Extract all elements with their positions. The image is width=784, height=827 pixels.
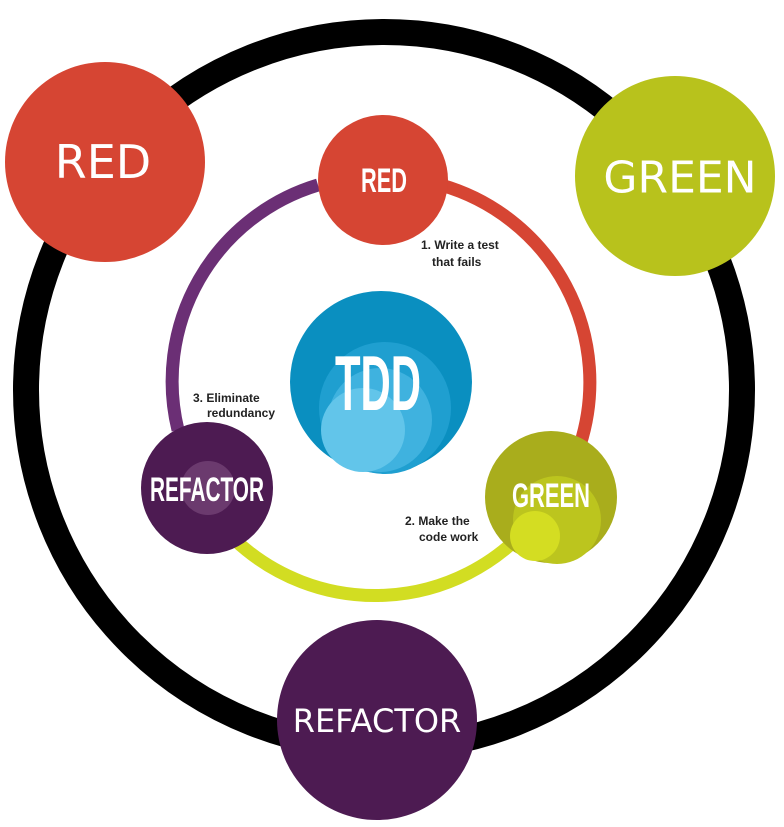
step2-line2: code work — [419, 530, 479, 544]
inner-green-label: GREEN — [512, 477, 590, 515]
tdd-shade-3 — [321, 388, 405, 472]
inner-arc-purple — [165, 178, 320, 432]
inner-red-label: RED — [361, 162, 407, 200]
outer-refactor-label: REFACTOR — [293, 702, 462, 740]
outer-green-label: GREEN — [603, 153, 756, 204]
tdd-label: TDD — [335, 339, 421, 427]
step1-line2: that fails — [432, 255, 482, 269]
step3-line1: 3. Eliminate — [193, 391, 260, 405]
step3-line2: redundancy — [207, 406, 275, 420]
step1-line1: 1. Write a test — [421, 238, 499, 252]
inner-red-circle — [318, 115, 448, 245]
outer-refactor-circle — [277, 620, 477, 820]
inner-green-highlight — [510, 511, 560, 561]
outer-red-circle — [5, 62, 205, 262]
inner-arc-red — [439, 178, 597, 447]
inner-refactor-label: REFACTOR — [150, 471, 264, 509]
inner-refactor-highlight — [181, 461, 235, 515]
outer-red-label: RED — [55, 135, 151, 189]
inner-arc-lime — [230, 520, 535, 603]
outer-green-circle — [575, 76, 775, 276]
step2-line1: 2. Make the — [405, 514, 470, 528]
